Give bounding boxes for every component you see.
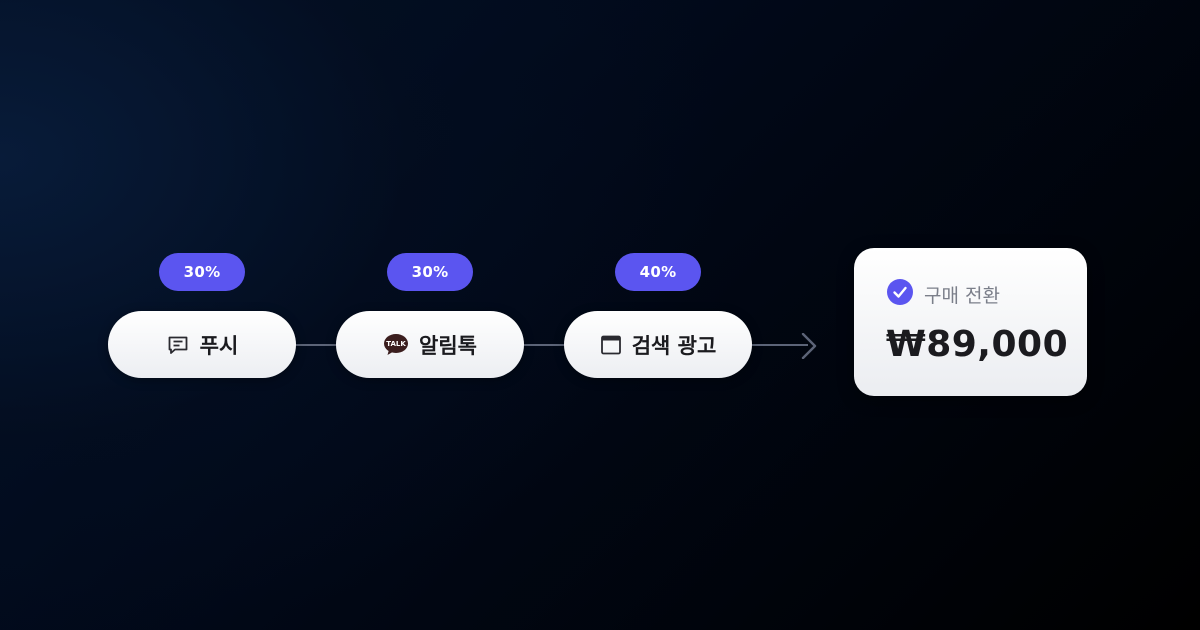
- conversion-label: 구매 전환: [924, 284, 1000, 307]
- kakaotalk-icon: TALK: [383, 333, 409, 357]
- share-badge-alimtalk: 30%: [387, 253, 473, 291]
- share-badge-push: 30%: [159, 253, 245, 291]
- browser-window-icon: [600, 334, 622, 356]
- message-list-icon: [166, 333, 190, 357]
- connector-line: [290, 344, 342, 346]
- check-circle-icon: [886, 278, 914, 310]
- step-label: 알림톡: [419, 333, 477, 358]
- step-alimtalk: TALK 알림톡: [336, 311, 524, 378]
- step-label: 푸시: [199, 333, 239, 358]
- conversion-header: 구매 전환: [886, 278, 1000, 310]
- arrow-right-icon: [801, 333, 817, 359]
- svg-text:TALK: TALK: [386, 340, 406, 348]
- conversion-card: 구매 전환 ₩89,000: [854, 248, 1087, 396]
- share-badge-search-ad: 40%: [615, 253, 701, 291]
- connector-line: [518, 344, 570, 346]
- step-search-ad: 검색 광고: [564, 311, 752, 378]
- conversion-amount: ₩89,000: [886, 324, 1069, 365]
- step-label: 검색 광고: [631, 333, 717, 358]
- connector-line: [746, 344, 808, 346]
- step-push: 푸시: [108, 311, 296, 378]
